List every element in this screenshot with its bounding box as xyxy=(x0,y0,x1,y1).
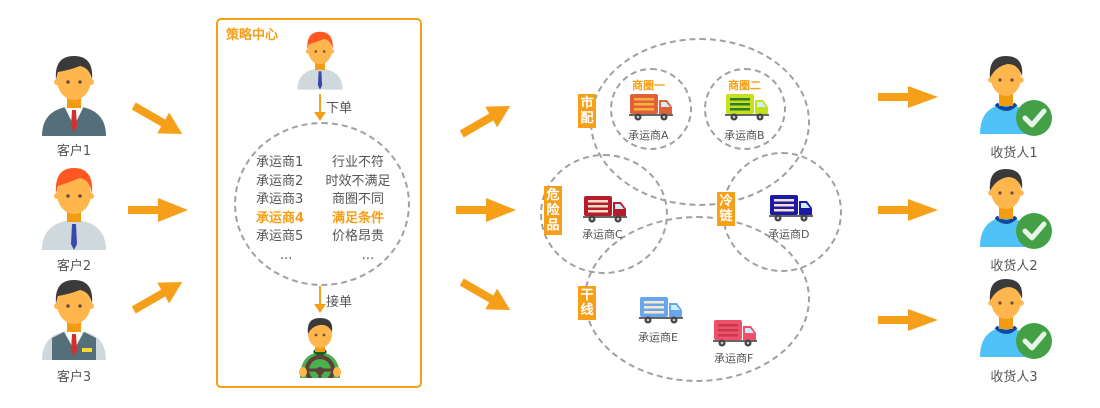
truck-carrier-d-icon xyxy=(769,195,813,222)
arrow-customer2-to-strategy-icon xyxy=(128,198,188,222)
truck-carrier-c-icon xyxy=(583,196,627,223)
truck-carrier-a-icon xyxy=(629,94,673,121)
zone-hazmat-tag: 危险品 xyxy=(544,186,562,235)
carrier-reason: 行业不符 xyxy=(331,155,384,170)
receiver-2-avatar-icon xyxy=(980,169,1052,249)
accept-label: 接单 xyxy=(326,295,353,310)
accept-arrow-icon xyxy=(314,286,326,313)
carrier-f-label: 承运商F xyxy=(714,352,754,365)
dispatcher-avatar-icon xyxy=(297,31,343,90)
customer-3-avatar-icon xyxy=(42,280,106,360)
carrier-row: ...... xyxy=(256,247,398,266)
arrow-strategy-to-middle-icon xyxy=(456,198,516,222)
strategy-center-title: 策略中心 xyxy=(226,28,279,43)
receiver-2-label: 收货人2 xyxy=(990,259,1038,274)
zone-city-tag: 市配 xyxy=(578,94,596,128)
carrier-row-selected: 承运商4 满足条件 xyxy=(256,210,398,229)
customer-3-label: 客户3 xyxy=(56,370,92,385)
arrow-to-receiver1-icon xyxy=(878,86,938,108)
carrier-a-label: 承运商A xyxy=(628,129,669,142)
carrier-e-label: 承运商E xyxy=(638,331,678,344)
biz-circle-2-title: 商圈二 xyxy=(728,79,761,92)
zone-biz-circle-1-ring xyxy=(610,68,692,150)
carrier-name: 承运商3 xyxy=(256,192,304,207)
arrow-to-receiver2-icon xyxy=(878,199,938,221)
arrow-customer1-to-strategy-icon xyxy=(131,102,183,134)
order-arrow-icon xyxy=(314,94,326,121)
arrow-strategy-to-city-icon xyxy=(459,106,511,138)
carrier-row: 承运商1 行业不符 xyxy=(256,154,398,173)
arrow-to-receiver3-icon xyxy=(878,309,938,331)
biz-circle-1-title: 商圈一 xyxy=(632,79,665,92)
carrier-d-label: 承运商D xyxy=(768,228,810,241)
order-label: 下单 xyxy=(326,101,353,116)
customer-2-label: 客户2 xyxy=(56,259,92,274)
customer-2-avatar-icon xyxy=(42,168,106,250)
carrier-name: 承运商2 xyxy=(256,173,304,189)
carrier-name: 承运商1 xyxy=(256,155,304,170)
receiver-1-label: 收货人1 xyxy=(990,146,1038,161)
receiver-3-label: 收货人3 xyxy=(990,370,1038,385)
truck-carrier-e-icon xyxy=(639,297,683,324)
carrier-reason: 价格昂贵 xyxy=(331,229,384,244)
carrier-reason: 商圈不同 xyxy=(331,192,384,207)
arrow-strategy-to-trunk-icon xyxy=(459,278,511,310)
truck-carrier-f-icon xyxy=(713,320,757,347)
zone-cold-tag: 冷链 xyxy=(717,192,735,226)
carrier-reason: 满足条件 xyxy=(331,210,384,226)
carrier-b-label: 承运商B xyxy=(724,129,765,142)
carrier-name: ... xyxy=(280,247,293,263)
carrier-name: 承运商4 xyxy=(256,210,305,226)
strategy-center-panel: 策略中心 xyxy=(216,18,422,388)
receiver-1-avatar-icon xyxy=(980,56,1052,136)
driver-avatar-icon xyxy=(299,318,341,378)
arrow-customer3-to-strategy-icon xyxy=(131,282,183,314)
truck-carrier-b-icon xyxy=(725,94,769,121)
carrier-row: 承运商5 价格昂贵 xyxy=(256,228,398,247)
customer-1-label: 客户1 xyxy=(56,144,92,159)
carrier-reason: ... xyxy=(361,247,375,263)
zone-biz-circle-2-ring xyxy=(704,68,786,150)
carrier-row: 承运商3 商圈不同 xyxy=(256,191,398,210)
carrier-name: 承运商5 xyxy=(256,229,304,244)
zone-trunk-tag: 干线 xyxy=(578,286,596,320)
receiver-3-avatar-icon xyxy=(980,279,1052,359)
carrier-reason: 时效不满足 xyxy=(325,173,391,189)
carrier-row: 承运商2 时效不满足 xyxy=(256,173,398,192)
carrier-c-label: 承运商C xyxy=(582,228,623,241)
customer-1-avatar-icon xyxy=(42,56,106,136)
carrier-filter-list: 承运商1 行业不符 承运商2 时效不满足 承运商3 商圈不同 承运商4 满足条件 承运商… xyxy=(256,154,398,265)
carrier-filter-ring xyxy=(234,122,410,286)
